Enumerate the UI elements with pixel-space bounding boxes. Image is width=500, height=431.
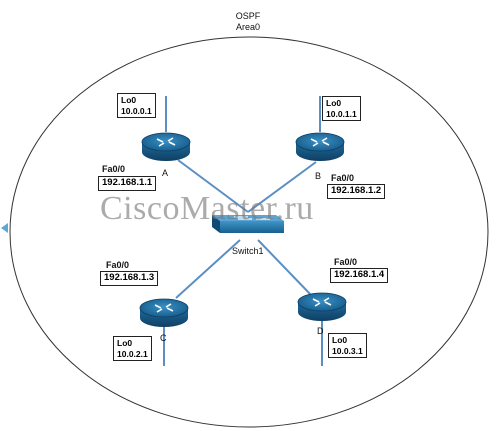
loopback-ip: 10.0.0.1 bbox=[121, 105, 152, 116]
loopback-ip: 10.0.2.1 bbox=[117, 348, 148, 359]
router-c-interface-name: Fa0/0 bbox=[106, 260, 130, 270]
loopback-name: Lo0 bbox=[121, 95, 137, 105]
router-c-id: C bbox=[160, 333, 167, 343]
left-arrow-icon[interactable] bbox=[1, 223, 8, 233]
area-subtitle-text: Area0 bbox=[235, 22, 261, 32]
link-a-switch bbox=[177, 159, 249, 213]
router-d-interface-name: Fa0/0 bbox=[334, 257, 358, 267]
area-title-text: OSPF bbox=[235, 11, 261, 21]
switch-icon bbox=[212, 215, 284, 233]
ospf-area-boundary bbox=[9, 36, 489, 428]
router-d-interface-ip: 192.168.1.4 bbox=[330, 268, 389, 283]
router-c-loopback-box: Lo0 10.0.2.1 bbox=[113, 336, 152, 361]
link-b-switch bbox=[247, 161, 317, 213]
router-icon bbox=[141, 132, 191, 161]
router-b-interface-ip: 192.168.1.2 bbox=[327, 184, 386, 199]
loopback-ip: 10.0.1.1 bbox=[326, 108, 357, 119]
router-icon bbox=[295, 132, 345, 161]
router-a-interface-name: Fa0/0 bbox=[102, 164, 126, 174]
watermark-text: CiscoMaster.ru bbox=[100, 190, 314, 227]
router-icon bbox=[139, 298, 189, 327]
loopback-name: Lo0 bbox=[117, 338, 133, 348]
router-d-loopback-box: Lo0 10.0.3.1 bbox=[328, 333, 367, 358]
loopback-name: Lo0 bbox=[326, 98, 342, 108]
link-d-switch bbox=[257, 239, 313, 297]
router-b-loopback-box: Lo0 10.0.1.1 bbox=[322, 96, 361, 121]
area-title: OSPF Area0 bbox=[226, 11, 270, 33]
link-c-switch bbox=[175, 239, 241, 299]
router-d-id: D bbox=[317, 326, 324, 336]
router-b-interface-name: Fa0/0 bbox=[331, 173, 355, 183]
router-a-id: A bbox=[162, 168, 169, 178]
router-c-interface-ip: 192.168.1.3 bbox=[100, 271, 159, 286]
switch-label: Switch1 bbox=[232, 246, 264, 256]
loopback-ip: 10.0.3.1 bbox=[332, 345, 363, 356]
router-a-loopback-box: Lo0 10.0.0.1 bbox=[117, 93, 156, 118]
loopback-name: Lo0 bbox=[332, 335, 348, 345]
router-b-id: B bbox=[315, 171, 322, 181]
router-icon bbox=[297, 292, 347, 321]
router-a-interface-ip: 192.168.1.1 bbox=[98, 176, 157, 191]
